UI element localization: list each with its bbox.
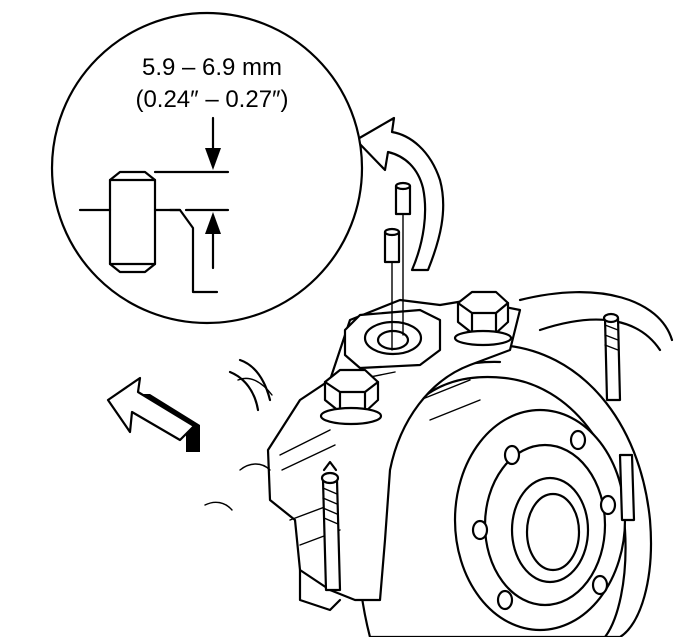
housing-bolt-right (453, 290, 513, 347)
detail-callout (50, 11, 364, 325)
dimension-arrow-bottom (205, 212, 221, 270)
dowel-pin-upper (394, 181, 412, 336)
direction-arrow-icon (106, 376, 200, 452)
dimension-label-inches: (0.24″ – 0.27″) (135, 86, 289, 113)
rotor-assembly (354, 291, 674, 637)
lower-stud (320, 460, 342, 592)
background-outline (204, 377, 273, 511)
dowel-pin-lower (383, 227, 401, 351)
dimension-label-mm: 5.9 – 6.9 mm (141, 54, 283, 81)
dimension-arrow-top (205, 116, 221, 170)
housing-bolt-left (319, 368, 383, 426)
